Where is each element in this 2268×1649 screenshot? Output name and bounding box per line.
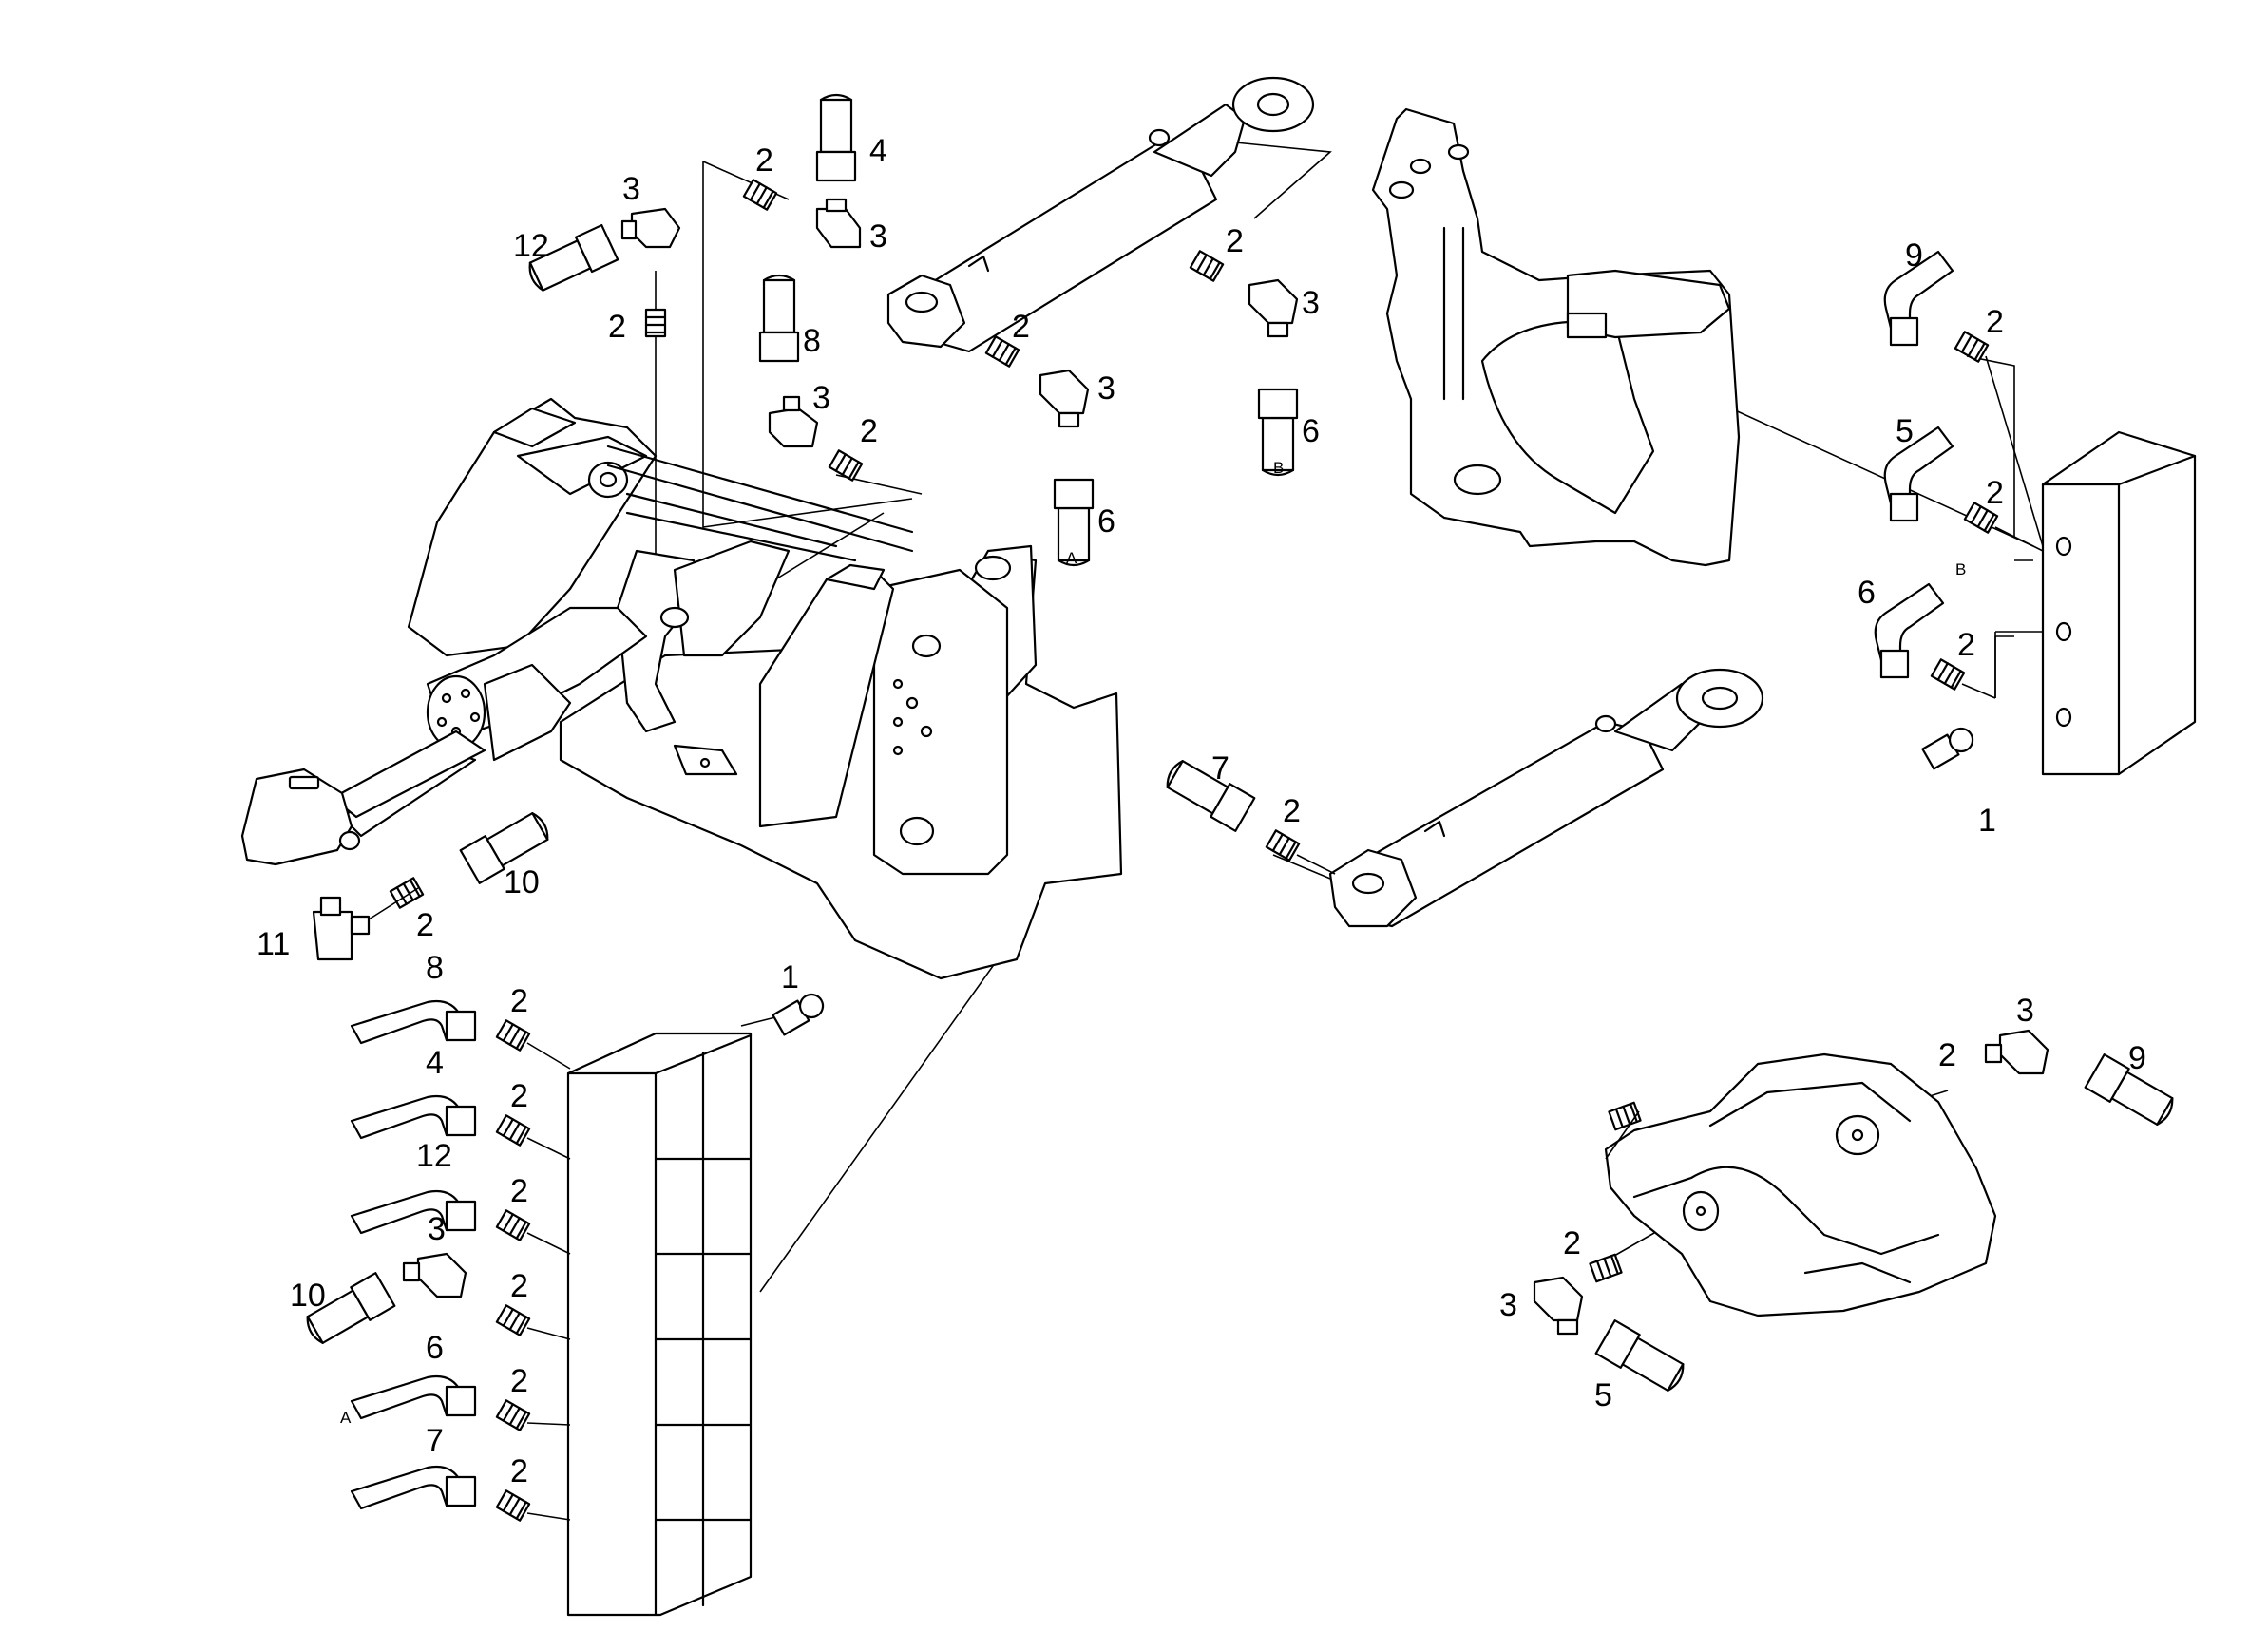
callout-right-5: 5 (1896, 413, 1914, 449)
callout-right-1: 1 (1978, 803, 1996, 839)
callout-block-2a: 2 (510, 983, 528, 1019)
articulated-front-frame (240, 397, 1123, 980)
callout-cyl1-3a: 3 (1097, 370, 1115, 407)
callout-frame-11: 11 (257, 926, 290, 962)
callout-top-3c: 3 (812, 380, 830, 416)
callout-cyl1-6b: 6 (1302, 413, 1320, 449)
callout-block-3: 3 (428, 1211, 446, 1247)
callout-top-2: 2 (755, 142, 773, 179)
callout-axle-5: 5 (1594, 1377, 1612, 1413)
callout-block-4: 4 (426, 1045, 444, 1081)
distribution-block-right (2041, 430, 2197, 776)
marker-b-right: B (1955, 560, 1966, 578)
nipple-fittings (389, 179, 1999, 1522)
mounting-bracket (1371, 107, 1741, 567)
callout-cyl2-2: 2 (1283, 793, 1301, 829)
callout-axle-3b: 3 (1499, 1287, 1517, 1323)
callout-block-7: 7 (426, 1423, 444, 1459)
callout-cyl1-2a: 2 (1012, 309, 1030, 345)
callout-axle-2b: 2 (1563, 1225, 1581, 1261)
tee-and-grease-fittings (312, 727, 1974, 1036)
callout-block-2e: 2 (510, 1363, 528, 1399)
callout-top-3a: 3 (622, 171, 640, 207)
callout-block-2d: 2 (510, 1268, 528, 1304)
callout-top-12: 12 (513, 228, 549, 264)
callout-cyl2-7: 7 (1211, 750, 1229, 787)
marker-b-upper: B (1273, 459, 1284, 477)
callout-top-3b: 3 (869, 218, 887, 255)
callout-block-2f: 2 (510, 1453, 528, 1489)
callout-axle-2a: 2 (1938, 1037, 1956, 1073)
lift-cylinder-upper (886, 76, 1315, 353)
lift-cylinder-lower (1328, 668, 1764, 928)
callout-block-12: 12 (416, 1138, 452, 1174)
callout-right-9: 9 (1905, 237, 1923, 274)
callout-top-2b: 2 (608, 309, 626, 345)
callout-block-8: 8 (426, 950, 444, 986)
callout-block-1: 1 (781, 959, 799, 995)
hose-ends (306, 93, 2174, 1392)
callout-top-4: 4 (869, 133, 887, 169)
elbow-fittings (402, 198, 2049, 1336)
callout-cyl1-3b: 3 (1302, 285, 1320, 321)
callout-right-6: 6 (1858, 575, 1876, 611)
callout-frame-2: 2 (416, 907, 434, 943)
marker-a-upper: A (1066, 549, 1077, 567)
callout-top-8: 8 (803, 323, 821, 359)
callout-right-2b: 2 (1986, 475, 2004, 511)
callout-top-2c: 2 (860, 413, 878, 449)
callout-block-10: 10 (290, 1278, 326, 1314)
callout-labels: 2 4 3 3 12 2 8 3 2 2 3 6 A 2 3 6 B 9 2 5… (257, 133, 2146, 1489)
distribution-block-left (566, 1032, 753, 1617)
callout-axle-3a: 3 (2016, 993, 2034, 1029)
callout-right-2c: 2 (1957, 627, 1975, 663)
callout-block-2b: 2 (510, 1078, 528, 1114)
bent-hose-ends (350, 250, 1954, 1510)
callout-cyl1-6a: 6 (1097, 503, 1115, 540)
callout-right-2a: 2 (1986, 304, 2004, 340)
hose-routing-lines (368, 355, 2044, 1521)
callout-block-6: 6 (426, 1330, 444, 1366)
oscillating-axle-housing (1604, 1052, 1997, 1317)
callout-axle-9: 9 (2128, 1040, 2146, 1076)
callout-frame-10: 10 (504, 864, 540, 900)
callout-block-2c: 2 (510, 1173, 528, 1209)
marker-a-lower: A (340, 1409, 352, 1427)
callout-cyl1-2b: 2 (1226, 223, 1244, 259)
